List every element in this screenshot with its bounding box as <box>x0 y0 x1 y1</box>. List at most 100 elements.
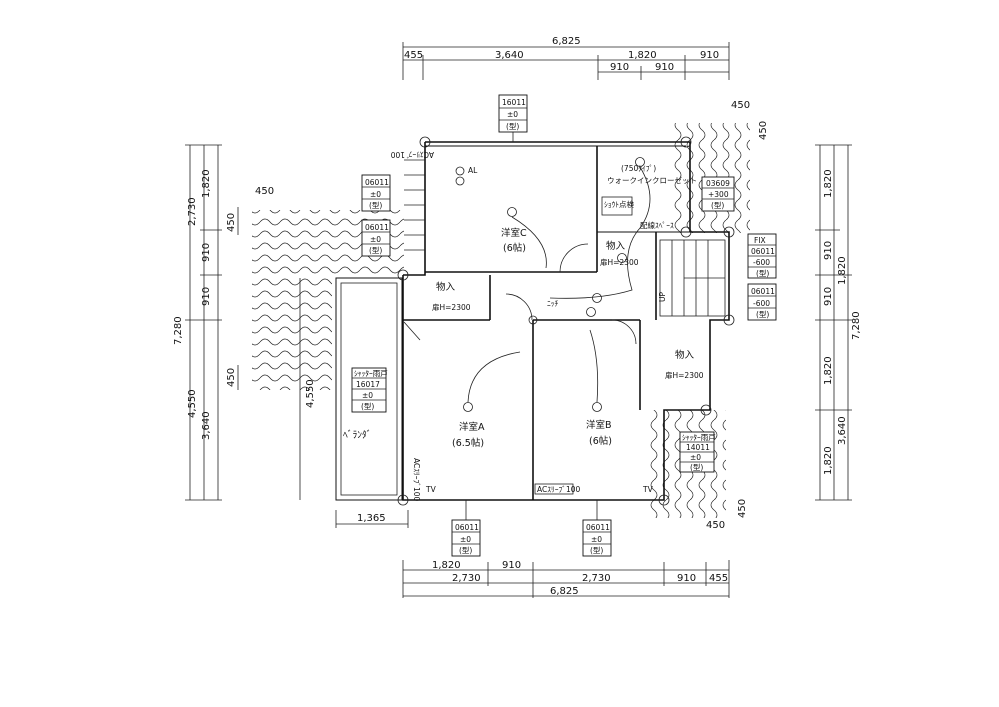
dim-bottom-b: 910 <box>502 560 521 571</box>
window-tag-2 <box>361 174 391 212</box>
dim-top-a: 455 <box>404 50 423 61</box>
dim-top-sub2: 910 <box>655 62 674 73</box>
dim-left-k: 450 <box>226 368 237 387</box>
balcony-rail <box>404 159 425 251</box>
window-tag-1 <box>498 94 528 142</box>
dim-top-c: 1,820 <box>628 50 657 61</box>
window-9-level: ±0 <box>460 535 471 544</box>
storage-2-door: 扉H=2300 <box>432 302 471 312</box>
walkin-note: (750ﾀｲﾌﾟ) <box>621 164 656 173</box>
dim-right-k: 450 <box>737 499 748 518</box>
ac-sleeve-2: ACｽﾘｰﾌﾞ100 <box>412 458 421 502</box>
window-1-level: ±0 <box>507 110 518 119</box>
storage-1-label: 物入 <box>606 240 626 252</box>
veranda-outline <box>335 277 403 501</box>
top-dimension-lines <box>402 42 730 80</box>
room-a-label: 洋室A <box>459 421 485 433</box>
window-8-type: (型) <box>690 463 703 472</box>
window-7-level: -600 <box>753 299 770 308</box>
window-8-code: 14011 <box>686 443 710 452</box>
switch-box-label: ｼｮｳﾄ点検 <box>604 199 634 209</box>
window-tag-3 <box>361 219 391 257</box>
wiring-space-label: 配線ｽﾍﾟｰｽ <box>640 220 674 230</box>
dim-right-l: 450 <box>706 520 725 531</box>
building-walls <box>402 141 730 501</box>
dim-right-g: 3,640 <box>837 416 848 445</box>
window-4-type: (型) <box>361 402 374 411</box>
window-tag-7 <box>747 283 777 321</box>
window-4-level: ±0 <box>362 391 373 400</box>
dim-right-e: 7,280 <box>851 311 862 340</box>
window-6-level: -600 <box>753 258 770 267</box>
dim-right-f: 1,820 <box>823 356 834 385</box>
alarm-label: AL <box>468 166 478 175</box>
dim-left-h: 4,550 <box>305 379 316 408</box>
window-9-type: (型) <box>459 546 472 555</box>
dim-left-a: 1,820 <box>201 169 212 198</box>
room-a-size: (6.5帖) <box>452 437 484 449</box>
left-dimension-lines <box>185 144 301 501</box>
dim-right-b: 910 <box>823 241 834 260</box>
dim-top-d: 910 <box>700 50 719 61</box>
room-b-label: 洋室B <box>586 419 612 431</box>
niche-label: ﾆｯﾁ <box>547 299 558 308</box>
window-10-type: (型) <box>590 546 603 555</box>
window-2-code: 06011 <box>365 178 389 187</box>
window-2-level: ±0 <box>370 190 381 199</box>
dim-veranda-width: 1,365 <box>357 513 386 524</box>
window-tag-4 <box>351 367 387 413</box>
tv-outlet-2: TV <box>642 485 654 494</box>
window-3-type: (型) <box>369 246 382 255</box>
window-8-level: ±0 <box>690 453 701 462</box>
dim-left-i: 450 <box>255 186 274 197</box>
veranda-inner <box>340 282 398 496</box>
window-7-type: (型) <box>756 310 769 319</box>
storage-2-label: 物入 <box>436 281 456 293</box>
dim-bottom-e: 910 <box>677 573 696 584</box>
dim-top-b: 3,640 <box>495 50 524 61</box>
window-2-type: (型) <box>369 201 382 210</box>
dim-right-i: 450 <box>731 100 750 111</box>
window-tag-10 <box>582 500 612 557</box>
window-6-code: 06011 <box>751 247 775 256</box>
dim-right-c: 1,820 <box>837 256 848 285</box>
window-5-type: (型) <box>711 201 724 210</box>
window-3-level: ±0 <box>370 235 381 244</box>
dim-top-sub1: 910 <box>610 62 629 73</box>
storage-3-label: 物入 <box>675 349 695 361</box>
ac-sleeve-1: ACｽﾘｰﾌﾞ100 <box>390 150 434 159</box>
right-dimension-lines <box>815 144 852 501</box>
window-3-code: 06011 <box>365 223 389 232</box>
dim-left-c: 910 <box>201 243 212 262</box>
window-tag-6 <box>747 233 777 279</box>
dim-right-j: 450 <box>758 121 769 140</box>
ceiling-lights <box>455 157 645 412</box>
room-c-size: (6帖) <box>503 242 526 254</box>
dim-left-j: 450 <box>226 213 237 232</box>
room-c-label: 洋室C <box>501 227 527 239</box>
dim-bottom-c: 2,730 <box>452 573 481 584</box>
dim-left-e: 7,280 <box>173 316 184 345</box>
window-4-code: 16017 <box>356 380 380 389</box>
window-1-code: 16011 <box>502 98 526 107</box>
window-9-code: 06011 <box>455 523 479 532</box>
window-tag-8 <box>679 431 715 473</box>
window-5-level: +300 <box>708 190 729 199</box>
storage-3-door: 扉H=2300 <box>665 370 704 380</box>
tv-outlet-1: TV <box>425 485 437 494</box>
switch-box <box>601 196 633 216</box>
window-10-level: ±0 <box>591 535 602 544</box>
window-6-name: FIX <box>754 236 766 245</box>
wiring-curves <box>467 166 651 403</box>
stairs-up-label: UP <box>658 292 667 302</box>
window-tag-5 <box>701 176 735 212</box>
dim-bottom-a: 1,820 <box>432 560 461 571</box>
veranda-label: ﾍﾞﾗﾝﾀﾞ <box>343 430 372 441</box>
door-swings <box>403 243 637 345</box>
dim-left-d: 910 <box>201 287 212 306</box>
dim-bottom-f: 455 <box>709 573 728 584</box>
ac-sleeve-3-box <box>534 483 574 495</box>
dim-left-g: 3,640 <box>201 411 212 440</box>
dim-right-a: 1,820 <box>823 169 834 198</box>
